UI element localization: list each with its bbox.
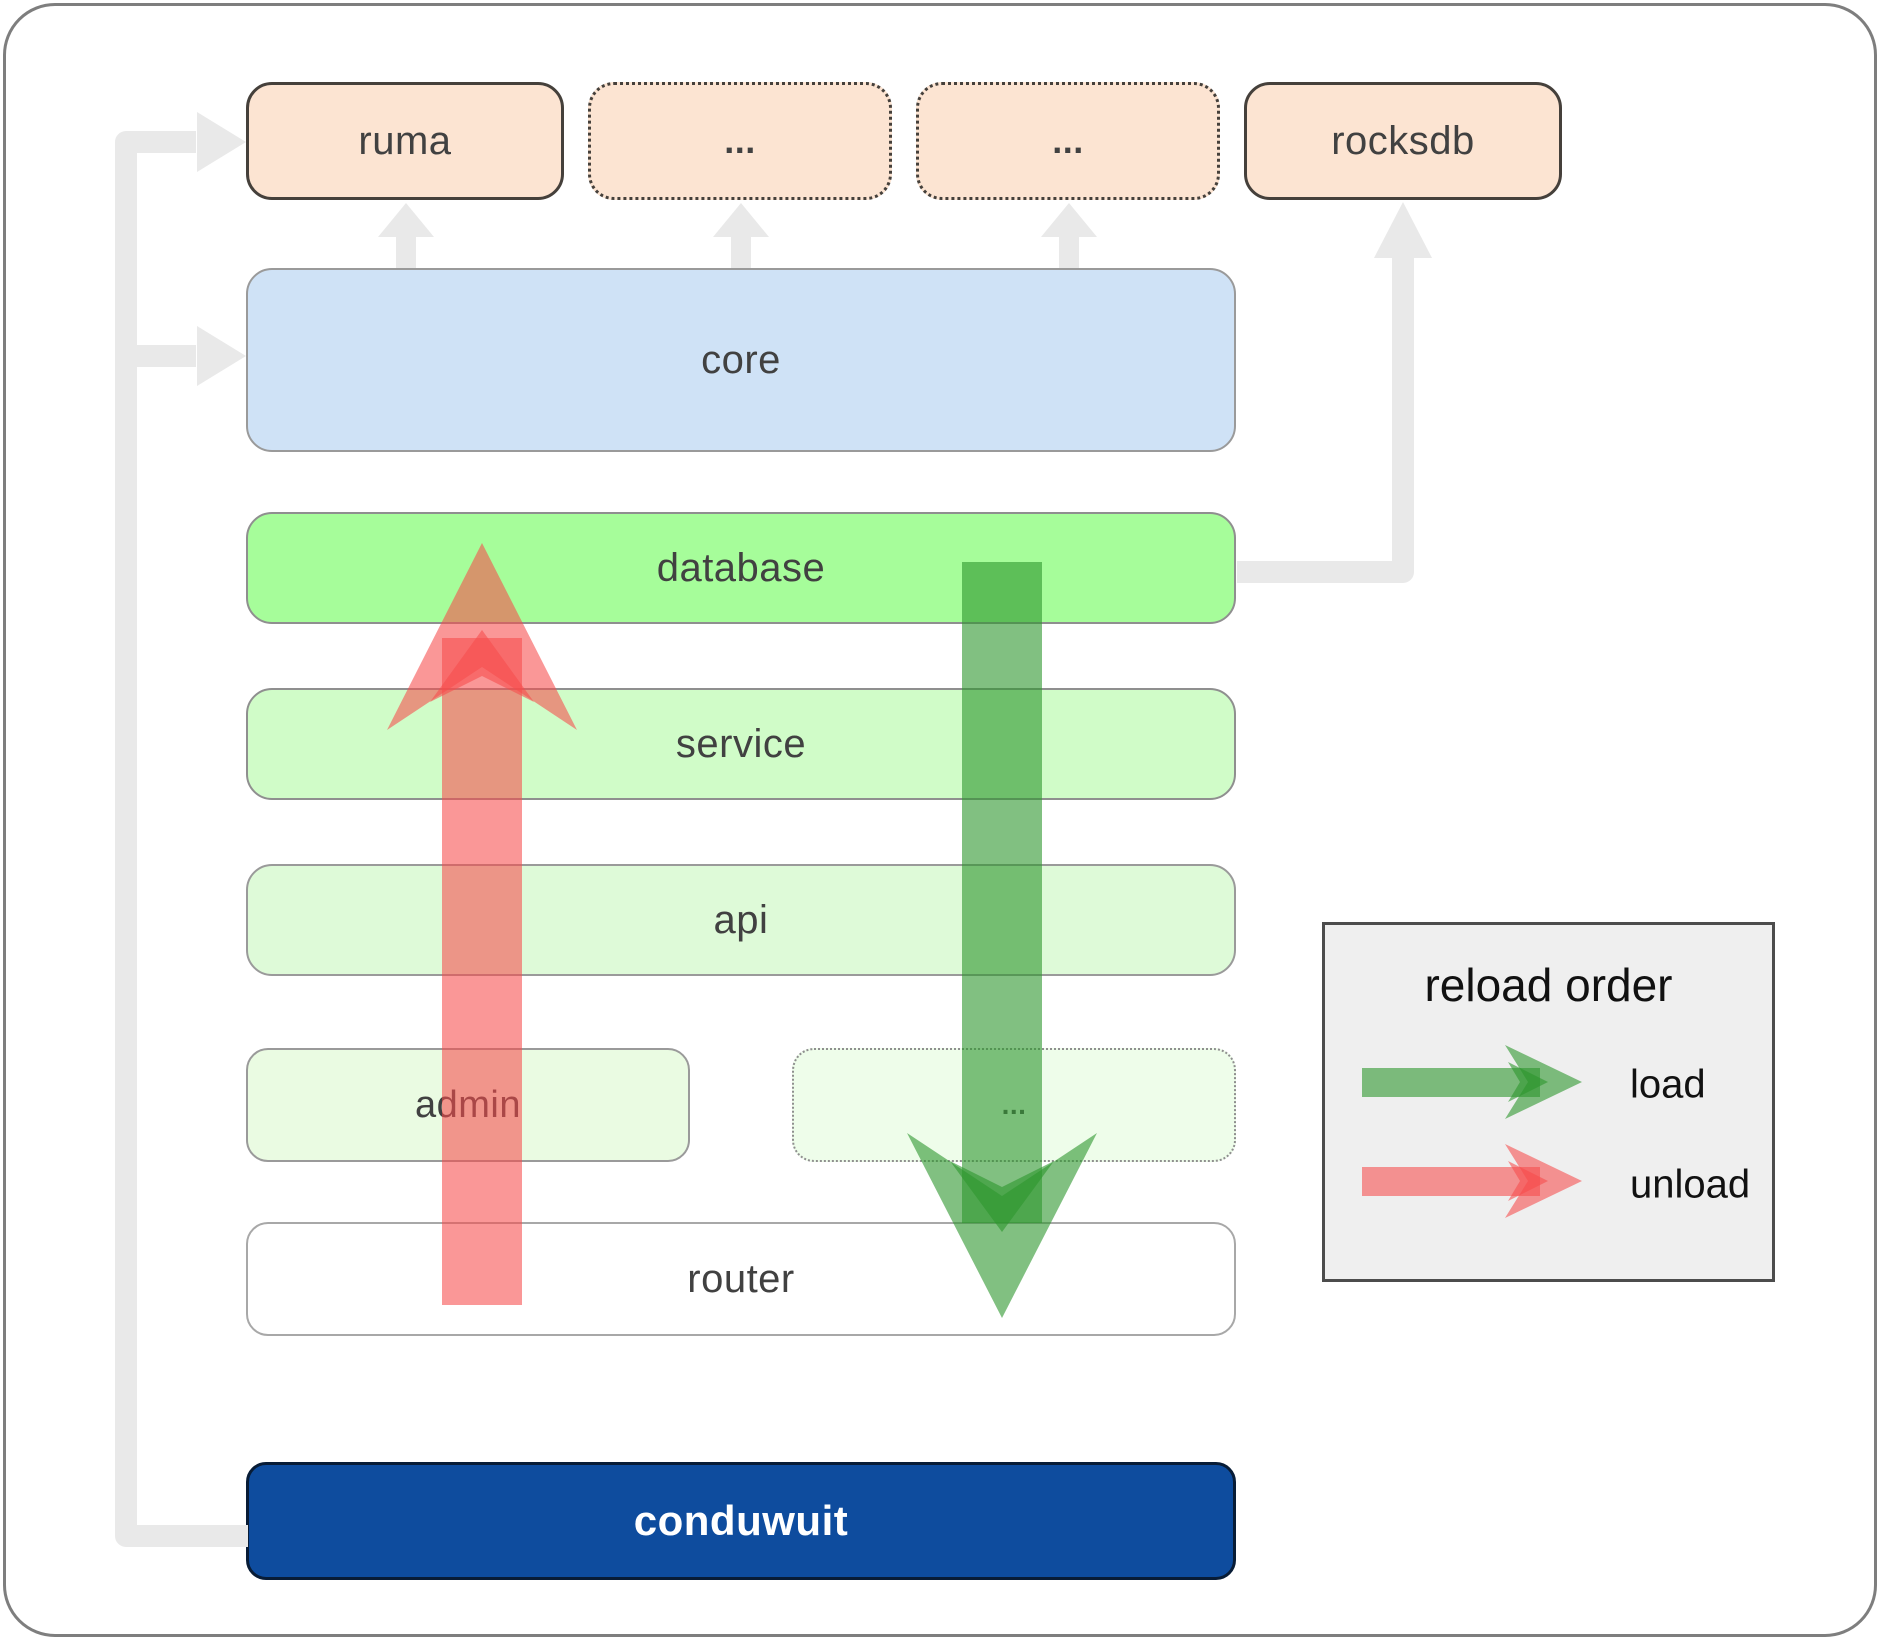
- box-conduwuit: conduwuit: [246, 1462, 1236, 1580]
- box-api: api: [246, 864, 1236, 976]
- box-service: service: [246, 688, 1236, 800]
- box-admin-label: admin: [415, 1083, 521, 1126]
- box-router-label: router: [687, 1256, 795, 1301]
- box-ellipsis-top-2-label: ...: [1052, 120, 1084, 161]
- box-ruma: ruma: [246, 82, 564, 200]
- legend-title: reload order: [1424, 959, 1673, 1011]
- box-admin: admin: [246, 1048, 690, 1162]
- box-ellipsis-mid: ...: [792, 1048, 1236, 1162]
- legend-unload-label: unload: [1630, 1162, 1751, 1207]
- box-rocksdb: rocksdb: [1244, 82, 1562, 200]
- box-service-label: service: [675, 721, 807, 766]
- outer-frame: [3, 3, 1877, 1637]
- box-core: core: [246, 268, 1236, 452]
- box-core-label: core: [701, 337, 781, 382]
- legend-load-label: load: [1630, 1062, 1706, 1107]
- box-ellipsis-top-1-label: ...: [724, 120, 756, 161]
- legend-panel: reload order load unload: [1322, 922, 1775, 1282]
- box-ellipsis-mid-label: ...: [1001, 1089, 1027, 1120]
- box-conduwuit-label: conduwuit: [633, 1497, 849, 1544]
- box-router: router: [246, 1222, 1236, 1336]
- box-ellipsis-top-2: ...: [916, 82, 1220, 200]
- box-api-label: api: [713, 897, 769, 942]
- box-database-label: database: [656, 545, 826, 590]
- box-database: database: [246, 512, 1236, 624]
- box-ruma-label: ruma: [358, 118, 452, 163]
- box-rocksdb-label: rocksdb: [1331, 118, 1475, 163]
- box-ellipsis-top-1: ...: [588, 82, 892, 200]
